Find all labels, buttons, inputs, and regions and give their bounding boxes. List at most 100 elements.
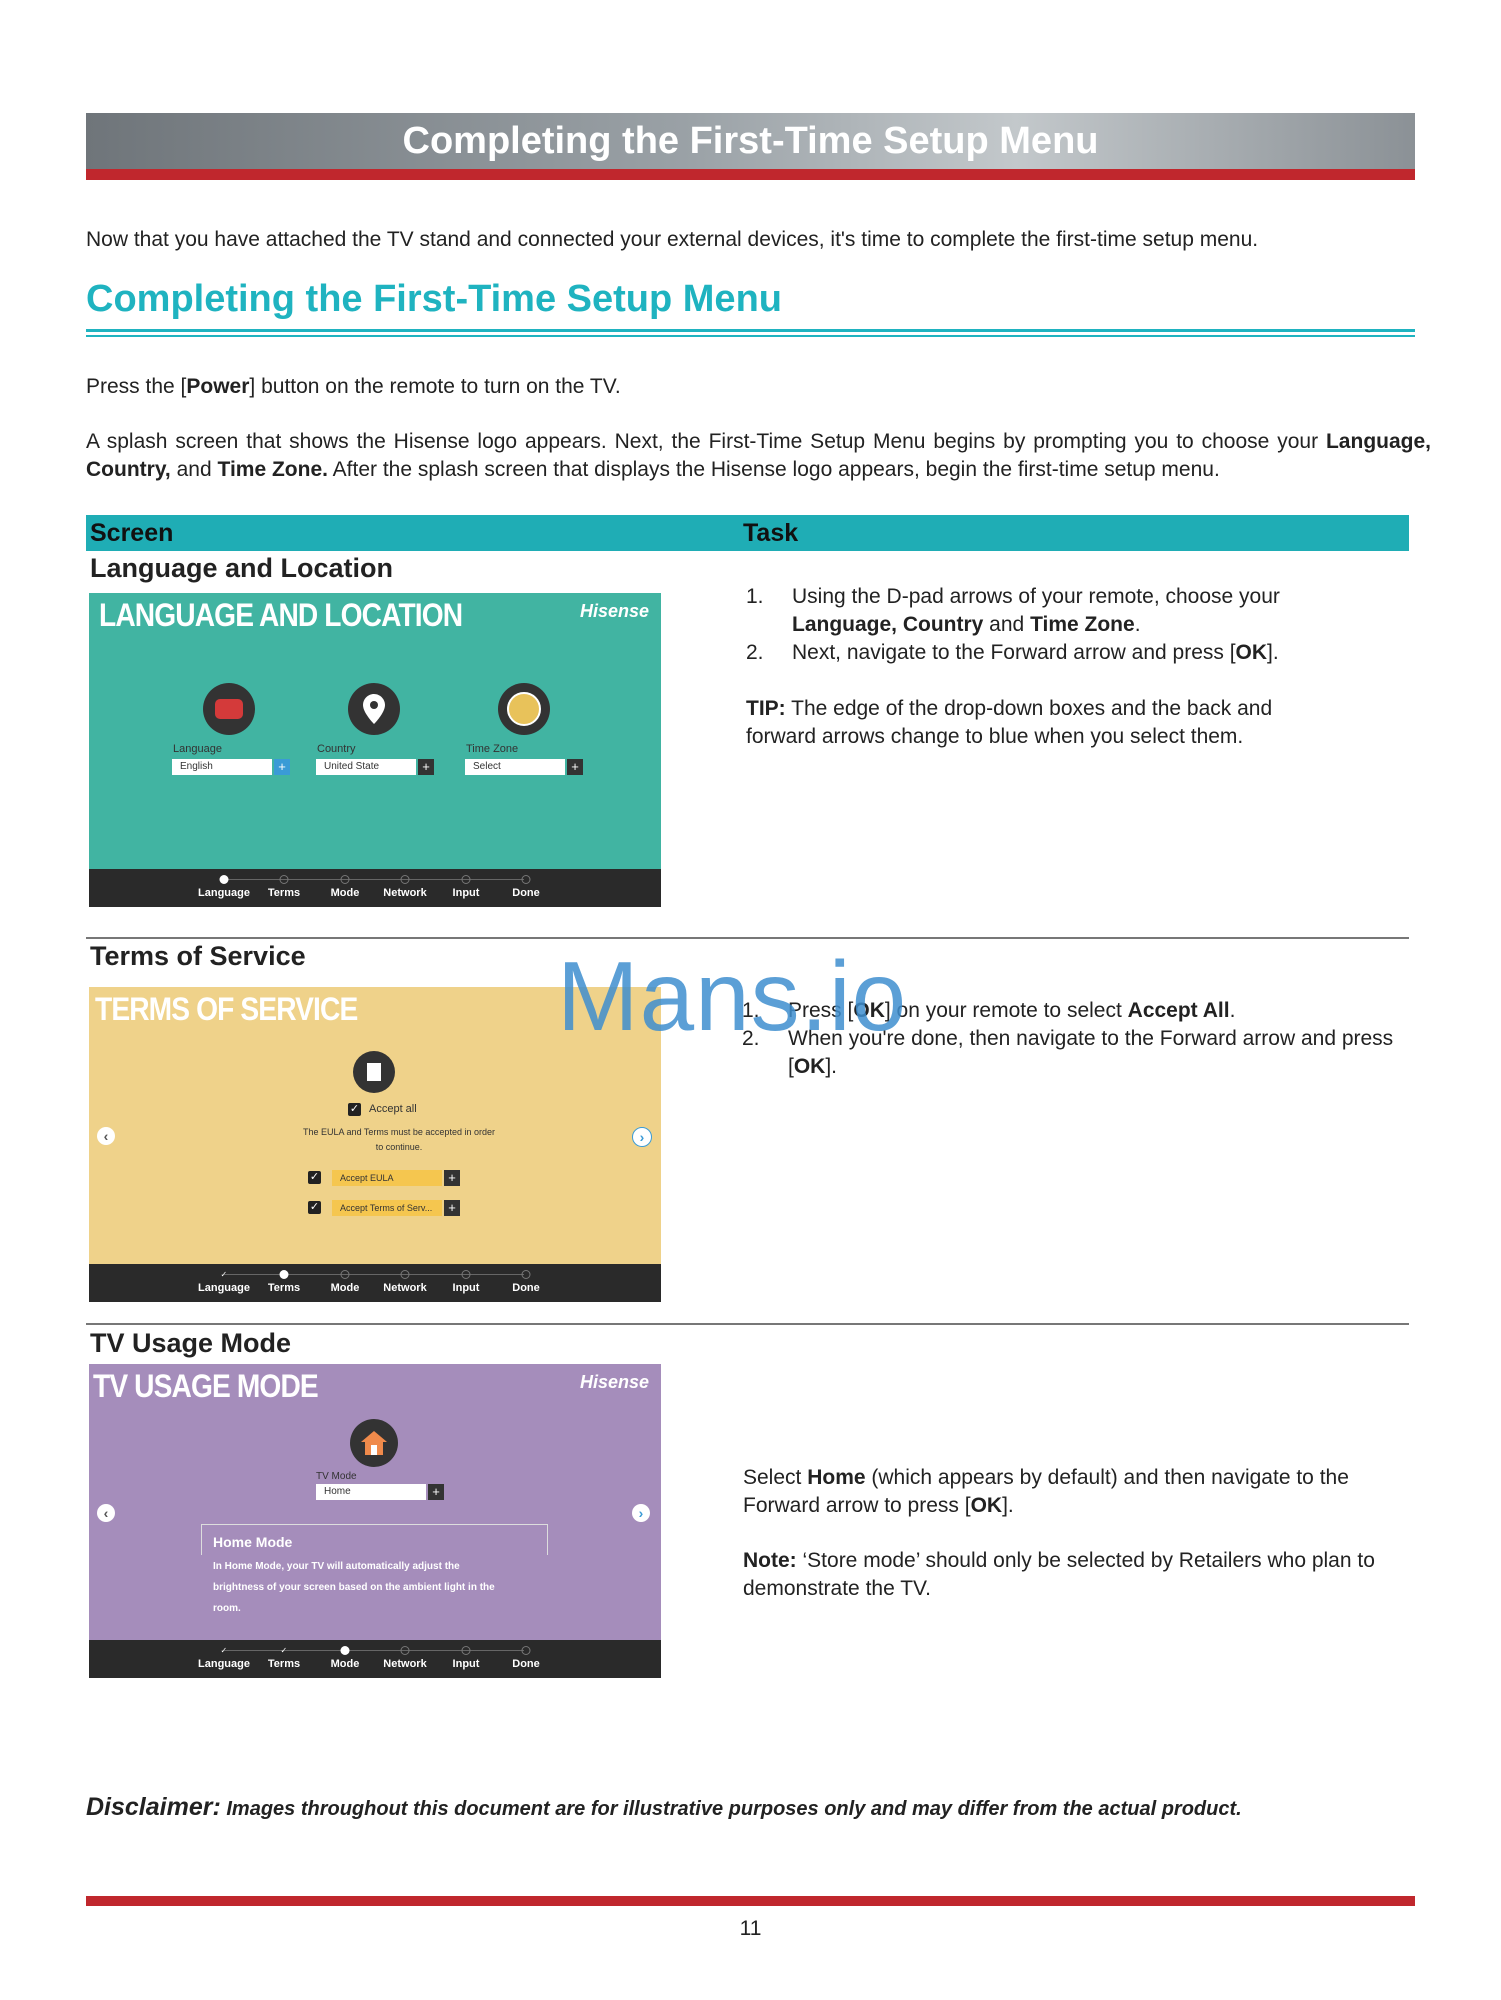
task-step: 1.Press [OK] on your remote to select Ac… <box>742 999 1236 1022</box>
task-step: 2.When you're done, then navigate to the… <box>742 1027 1394 1078</box>
step-input: Input <box>452 887 480 899</box>
step-dot-network <box>400 1270 410 1279</box>
timezone-label: Time Zone <box>466 743 519 755</box>
step-dot-mode <box>340 875 350 884</box>
step-dot-terms <box>279 1270 289 1279</box>
tv-mode-dropdown[interactable]: Home <box>316 1484 426 1500</box>
disclaimer: Disclaimer: Images throughout this docum… <box>86 1793 1242 1821</box>
row-title-language: Language and Location <box>90 553 394 583</box>
step-dot-input <box>461 1646 471 1655</box>
setup-progress-bar: ✓ ✓ Language Terms Mode Network Input Do… <box>89 1640 661 1678</box>
step-mode: Mode <box>330 1282 360 1294</box>
screen-title: LANGUAGE AND LOCATION <box>99 597 463 633</box>
task-step: 1.Using the D-pad arrows of your remote,… <box>746 585 1280 636</box>
step-dot-done <box>521 1646 531 1655</box>
step-dot-language <box>219 875 229 884</box>
power-instruction: Press the [Power] button on the remote t… <box>86 375 621 398</box>
step-dot-mode <box>340 1270 350 1279</box>
setup-progress-bar: Language Terms Mode Network Input Done <box>89 869 661 907</box>
row-title-mode: TV Usage Mode <box>90 1328 292 1358</box>
heading-rule-thin <box>86 335 1415 337</box>
step-done: Done <box>512 887 540 899</box>
timezone-dropdown[interactable]: Select <box>465 759 565 775</box>
terms-checkbox[interactable]: ✓ <box>308 1201 321 1214</box>
terms-expand-icon[interactable]: + <box>444 1200 460 1216</box>
watermark: Mans.io <box>557 941 908 1051</box>
splash-instruction: A splash screen that shows the Hisense l… <box>86 430 1431 481</box>
row-divider <box>86 1323 1409 1325</box>
step-input: Input <box>452 1658 480 1670</box>
progress-track <box>224 1274 524 1275</box>
page-banner: Completing the First-Time Setup Menu <box>86 113 1415 169</box>
tv-mode-label: TV Mode <box>316 1471 357 1482</box>
brand-logo: Hisense <box>579 601 649 621</box>
footer-red-stripe <box>86 1896 1415 1906</box>
step-dot-done <box>521 1270 531 1279</box>
task-step: 2.Next, navigate to the Forward arrow an… <box>746 641 1279 664</box>
document-icon <box>353 1051 395 1093</box>
heading-rule <box>86 329 1415 332</box>
step-language: Language <box>198 1658 250 1670</box>
step-dot-done <box>521 875 531 884</box>
tv-mode-expand-icon[interactable]: + <box>428 1484 444 1500</box>
back-arrow-icon[interactable]: ‹ <box>97 1127 115 1145</box>
step-mode: Mode <box>330 887 360 899</box>
step-check-language: ✓ <box>220 1646 228 1655</box>
timezone-expand-icon[interactable]: + <box>567 759 583 775</box>
step-language: Language <box>198 887 250 899</box>
step-mode: Mode <box>330 1658 360 1670</box>
mode-screen: TV USAGE MODE Hisense TV Mode Home + Hom… <box>89 1364 661 1678</box>
task-language: 1.Using the D-pad arrows of your remote,… <box>746 583 1306 751</box>
step-network: Network <box>383 1658 427 1670</box>
progress-track <box>224 1650 524 1651</box>
forward-arrow-icon[interactable]: › <box>632 1504 650 1522</box>
mode-note: Note: ‘Store mode’ should only be select… <box>743 1549 1375 1600</box>
eula-dropdown[interactable]: Accept EULA <box>332 1170 442 1186</box>
location-pin-icon <box>348 683 400 735</box>
tip-text: TIP: The edge of the drop-down boxes and… <box>746 697 1273 748</box>
screen-title: TERMS OF SERVICE <box>95 991 358 1027</box>
language-label: Language <box>173 743 222 755</box>
eula-checkbox[interactable]: ✓ <box>308 1171 321 1184</box>
col-screen: Screen <box>90 519 174 547</box>
setup-progress-bar: ✓ Language Terms Mode Network Input Done <box>89 1264 661 1302</box>
language-expand-icon[interactable]: + <box>274 759 290 775</box>
step-network: Network <box>383 887 427 899</box>
step-input: Input <box>452 1282 480 1294</box>
forward-arrow-icon[interactable]: › <box>632 1127 652 1147</box>
intro-text: Now that you have attached the TV stand … <box>86 228 1259 251</box>
task-terms: 1.Press [OK] on your remote to select Ac… <box>742 997 1402 1081</box>
accept-all-checkbox[interactable]: ✓ <box>348 1103 361 1116</box>
step-check-language: ✓ <box>220 1270 228 1279</box>
country-expand-icon[interactable]: + <box>418 759 434 775</box>
clock-icon <box>498 683 550 735</box>
section-heading: Completing the First-Time Setup Menu <box>86 278 782 320</box>
banner-red-stripe <box>86 169 1415 180</box>
country-label: Country <box>317 743 356 755</box>
screen-title: TV USAGE MODE <box>93 1368 319 1404</box>
terms-dropdown[interactable]: Accept Terms of Serv... <box>332 1200 442 1216</box>
step-terms: Terms <box>267 887 301 899</box>
step-dot-input <box>461 1270 471 1279</box>
step-terms: Terms <box>267 1658 301 1670</box>
home-mode-description: In Home Mode, your TV will automatically… <box>213 1561 495 1614</box>
progress-track <box>224 879 524 880</box>
row-title-terms: Terms of Service <box>90 941 306 971</box>
home-icon <box>350 1419 398 1467</box>
step-done: Done <box>512 1658 540 1670</box>
description-box <box>201 1524 548 1555</box>
step-check-terms: ✓ <box>280 1646 288 1655</box>
language-screen: LANGUAGE AND LOCATION Hisense Language C… <box>89 593 661 907</box>
step-language: Language <box>198 1282 250 1294</box>
step-terms: Terms <box>267 1282 301 1294</box>
chat-icon <box>203 683 255 735</box>
eula-expand-icon[interactable]: + <box>444 1170 460 1186</box>
step-dot-terms <box>279 875 289 884</box>
back-arrow-icon[interactable]: ‹ <box>97 1504 115 1522</box>
country-dropdown[interactable]: United State <box>316 759 416 775</box>
home-mode-title: Home Mode <box>213 1534 293 1550</box>
brand-logo: Hisense <box>579 1372 649 1392</box>
terms-note: The EULA and Terms must be accepted in o… <box>303 1127 495 1152</box>
language-dropdown[interactable]: English <box>172 759 272 775</box>
step-dot-network <box>400 875 410 884</box>
